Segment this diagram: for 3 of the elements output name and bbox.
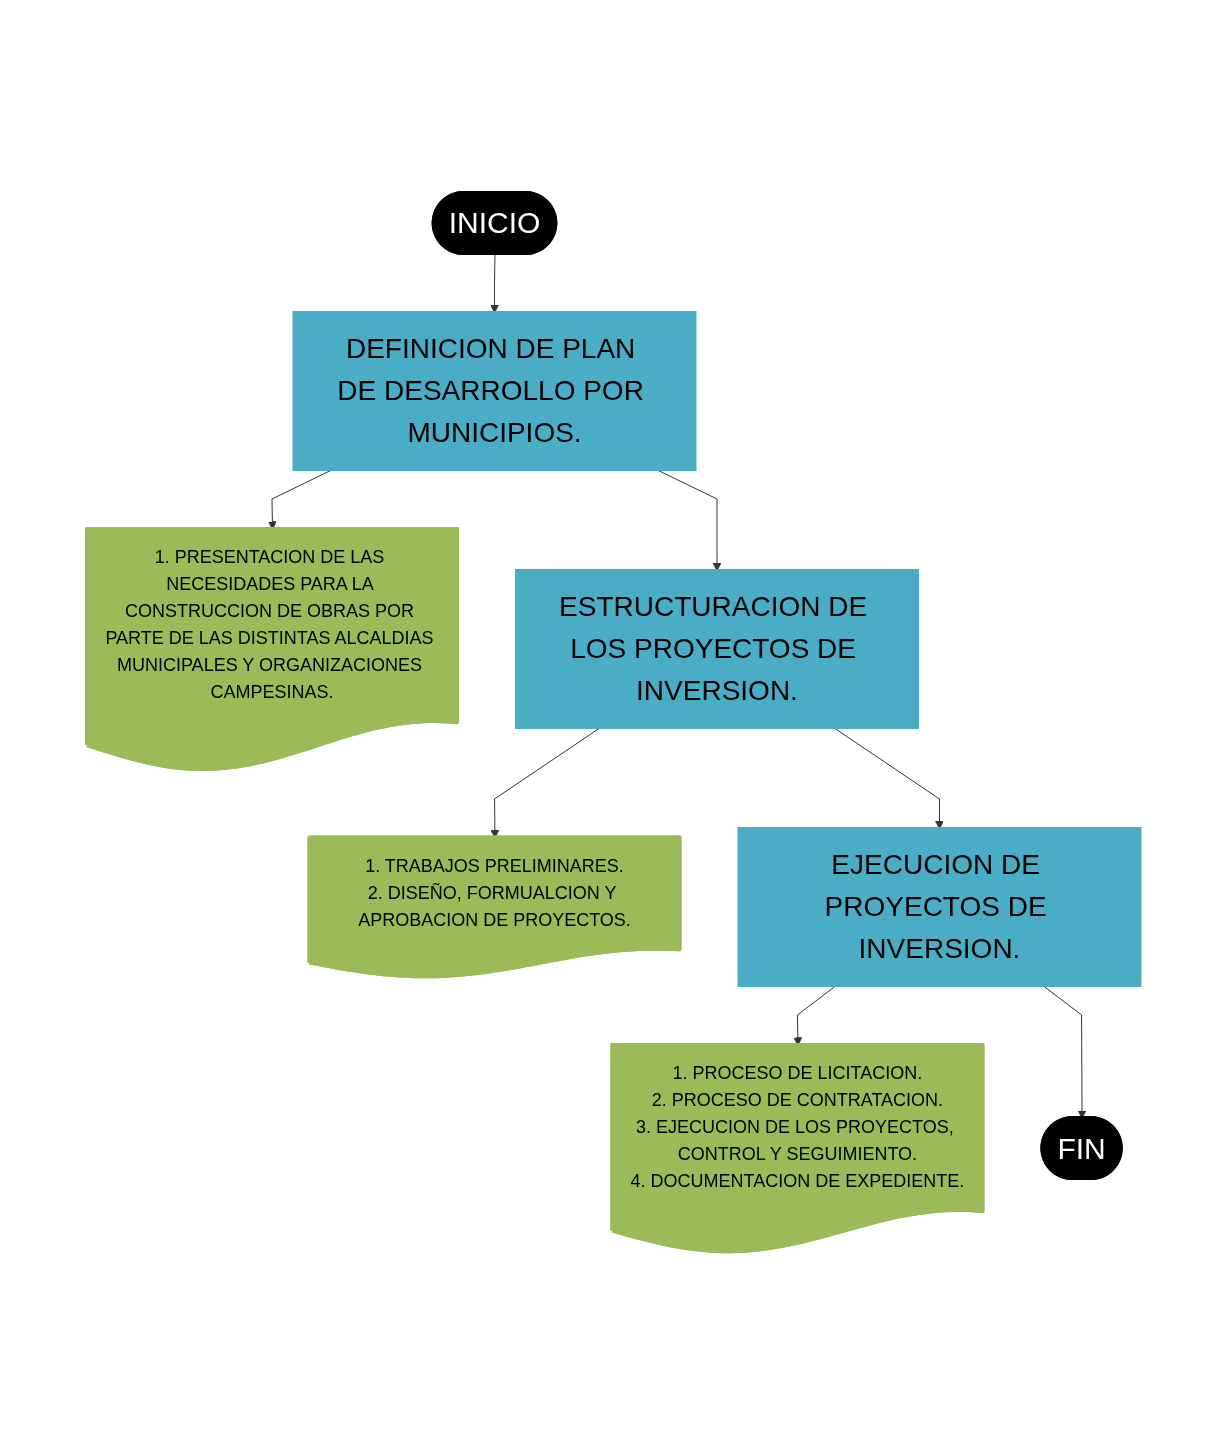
node-box: ESTRUCTURACION DE LOS PROYECTOS DE INVERSION. bbox=[514, 568, 919, 729]
node-box: DEFINICION DE PLAN DE DESARROLLO POR MUNICIPIOS. bbox=[292, 310, 697, 471]
node-box: EJECUCION DE PROYECTOS DE INVERSION. bbox=[737, 826, 1142, 987]
